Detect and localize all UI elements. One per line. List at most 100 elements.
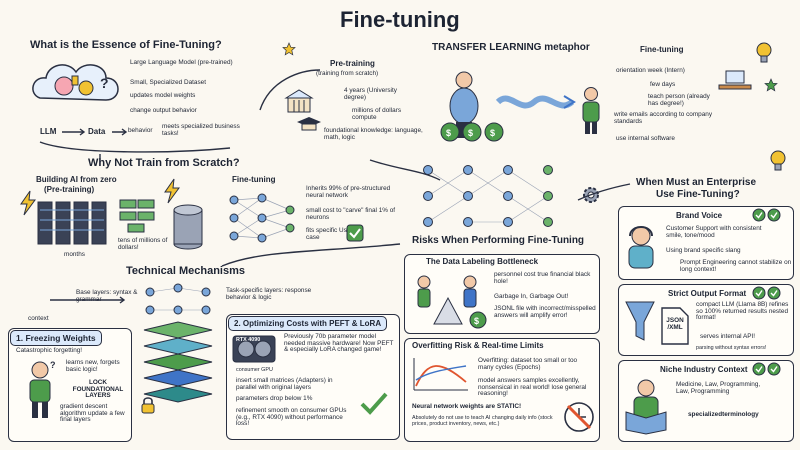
labeling-cost: personnel cost true financial black hole… (494, 271, 591, 285)
peft-previously: Previously 70b parameter model needed ma… (284, 333, 394, 354)
coin-stack-icon (173, 204, 203, 250)
niche-title: Niche Industry Context (660, 365, 748, 374)
labeling-garbage: Garbage In, Garbage Out! (494, 293, 569, 300)
intern-person-icon (582, 87, 600, 134)
lightning-icon-2 (164, 178, 180, 204)
niche-terminology: specializedterminology (688, 411, 759, 418)
context-label: context (28, 315, 49, 322)
check-icon-enterprise (752, 208, 781, 222)
why-not-heading: Why Not Train from Scratch? (88, 157, 240, 169)
gpu-card-icon (232, 335, 276, 363)
star-icon-2 (764, 78, 778, 92)
json-xml-label: JSON /XML (666, 317, 684, 331)
gpu-label: RTX 4090 (236, 337, 261, 343)
svg-text:$: $ (468, 128, 473, 138)
server-rack-icon (37, 201, 107, 245)
svg-text:$: $ (490, 128, 495, 138)
overfitting-dataset: Overfitting: dataset too small or too ma… (478, 357, 578, 371)
page-title: Fine-tuning (340, 7, 460, 32)
building-months: months (64, 251, 85, 258)
freezing-catastrophic: Catastrophic forgetting! (16, 347, 83, 354)
freezing-weights-box (8, 328, 132, 442)
overfitting-absolutely: Absolutely do not use to teach AI changi… (412, 415, 553, 427)
layered-network (143, 283, 213, 403)
check-icon-niche (752, 362, 781, 376)
check-icon-strict (752, 286, 781, 300)
overfitting-title: Overfitting Risk & Real-time Limits (412, 341, 544, 350)
labeling-workers-icon: $ (417, 275, 487, 329)
university-icon (284, 89, 314, 113)
peft-parameters: parameters drop below 1% (236, 395, 313, 402)
brain-cloud-icon: ? (32, 64, 119, 101)
money-stack-icon (119, 199, 155, 233)
svg-text:$: $ (446, 128, 451, 138)
pretraining-years: 4 years (University degree) (344, 87, 397, 101)
why-inherits: Inherits 99% of pre-structured neural ne… (306, 185, 391, 199)
essence-item-llm: Large Language Model (pre-trained) (130, 59, 233, 66)
flow-behavior: behavior (128, 127, 153, 134)
overfitting-answers: model answers samples excellently, nonse… (478, 377, 587, 398)
labeling-title: The Data Labeling Bottleneck (426, 257, 539, 266)
svg-text:?: ? (50, 360, 56, 370)
central-neural-network (423, 165, 553, 227)
brand-slang: Using brand specific slang (666, 247, 741, 254)
svg-text:?: ? (100, 75, 109, 91)
pretraining-knowledge: foundational knowledge: language, math, … (324, 127, 423, 141)
base-layers-label: Base layers: syntax & grammar (76, 289, 138, 303)
finetune-days: few days (650, 81, 676, 88)
pretraining-label: Pre-training (330, 59, 375, 68)
transfer-finetuning-label: Fine-tuning (640, 45, 684, 54)
strict-title: Strict Output Format (668, 289, 747, 298)
enterprise-heading-line2: Use Fine-Tuning? (656, 189, 740, 200)
check-icon (346, 224, 364, 242)
graduation-cap-icon (297, 117, 321, 131)
risks-heading: Risks When Performing Fine-Tuning (412, 235, 585, 246)
desk-computer-icon (718, 70, 752, 90)
star-icon (282, 42, 296, 56)
essence-item-output: change output behavior (130, 107, 197, 114)
overfitting-curve-chart (413, 358, 468, 391)
transfer-heading: TRANSFER LEARNING metaphor (432, 42, 590, 53)
labeling-jsonl: JSONL file with incorrect/misspelled ans… (494, 305, 596, 319)
enterprise-heading-line1: When Must an Enterprise (636, 177, 757, 188)
support-agent-icon (628, 226, 654, 269)
building-sub: (Pre-training) (44, 185, 95, 194)
strict-parsing: parsing without syntax errors! (696, 345, 767, 351)
task-layers-label: Task-specific layers: response behavior … (226, 287, 312, 301)
lightning-icon (20, 190, 36, 216)
confused-person-icon: ? (29, 360, 56, 418)
why-usecase: fits specific Use-case (306, 227, 353, 241)
lightbulb-icon (770, 150, 786, 171)
essence-item-business: meets specialized business tasks! (162, 123, 240, 137)
freezing-gradient: gradient descent algorithm update a few … (60, 403, 125, 424)
technical-heading: Technical Mechanisms (126, 265, 246, 277)
reader-book-icon (625, 379, 667, 435)
file-icon (661, 307, 689, 345)
finetune-emails: write emails according to company standa… (614, 111, 713, 125)
freezing-heading: 1. Freezing Weights (10, 330, 102, 346)
peft-adapters: insert small matrices (Adapters) in para… (236, 377, 333, 391)
essence-item-weights: updates model weights (130, 92, 196, 99)
essence-item-dataset: Small, Specialized Dataset (130, 79, 207, 86)
peft-refinement: refinement smooth on consumer GPUs (e.g.… (236, 407, 347, 428)
transfer-wave-arrow (495, 95, 576, 109)
finetune-software: use internal software (616, 135, 675, 142)
neural-network-small (229, 193, 295, 243)
pretraining-sub: (training from scratch) (316, 70, 379, 77)
pretraining-compute: millions of dollars compute (352, 107, 402, 121)
niche-fields: Medicine, Law, Programming, Law, Program… (676, 381, 761, 395)
freezing-forgets: learns new, forgets basic logic! (66, 359, 120, 373)
why-finetuning-label: Fine-tuning (232, 175, 276, 184)
brand-title: Brand Voice (676, 211, 723, 220)
strict-llama: compact LLM (Llama 8B) refines so 100% r… (696, 301, 789, 322)
peft-lora-box (226, 314, 400, 440)
peft-heading: 2. Optimizing Costs with PEFT & LoRA (228, 316, 388, 331)
flow-data: Data (88, 127, 106, 136)
building-millions: tens of millions of dollars! (118, 237, 168, 251)
overfitting-static: Neural network weights are STATIC! (412, 403, 522, 410)
why-carve: small cost to "carve" final 1% of neuron… (306, 207, 396, 221)
flow-llm: LLM (40, 127, 57, 136)
funnel-icon (625, 301, 655, 341)
freezing-lock: LOCK FOUNDATIONAL LAYERS (72, 379, 124, 400)
